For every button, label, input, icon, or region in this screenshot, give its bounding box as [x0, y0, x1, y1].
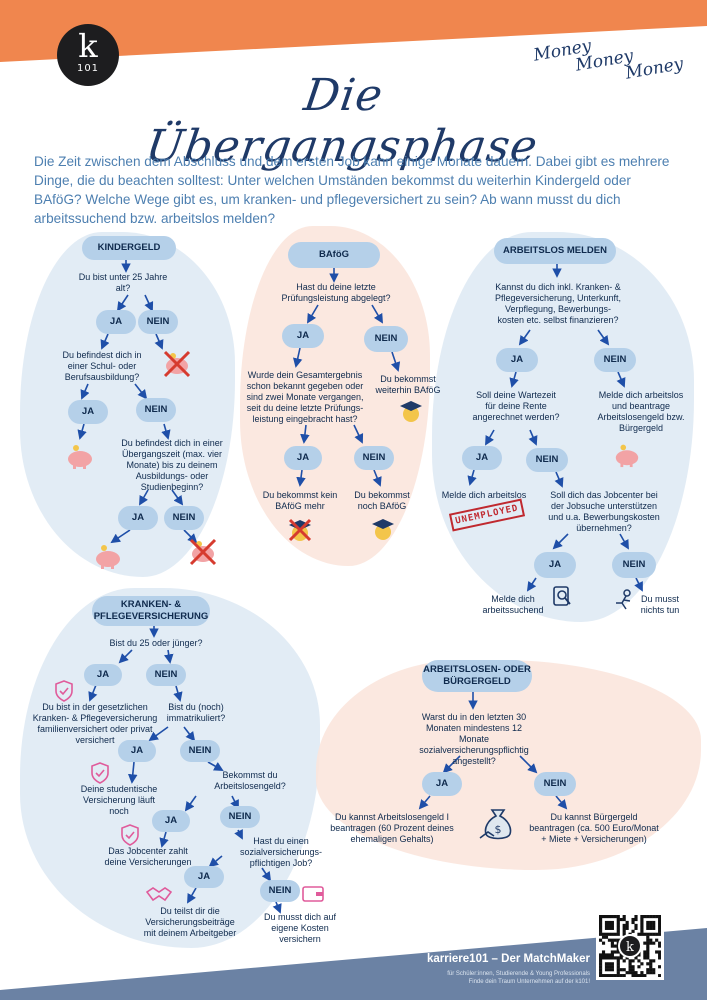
kranken-result-ja-3: Das Jobcenter zahlt deine Versicherungen: [104, 846, 192, 867]
kranken-nein-4: NEIN: [260, 880, 300, 902]
kindergeld-nein-2: NEIN: [136, 398, 176, 422]
kindergeld-nein-1: NEIN: [138, 310, 178, 334]
footer-subtitle: für Schüler:innen, Studierende & Young P…: [380, 970, 590, 986]
kranken-result-nein-4: Du musst dich auf eigene Kosten versiche…: [263, 912, 337, 944]
logo-number: 101: [76, 63, 100, 74]
kranken-title: KRANKEN- & PFLEGEVERSICHERUNG: [92, 596, 210, 626]
kranken-ja-2: JA: [118, 740, 156, 762]
kranken-question-4: Hast du einen sozialversicherungs-pflich…: [239, 836, 323, 868]
kranken-ja-1: JA: [84, 664, 122, 686]
qr-logo: k: [618, 934, 642, 958]
kranken-question-2: Bist du (noch) immatrikuliert?: [166, 702, 226, 723]
kindergeld-nein-3: NEIN: [164, 506, 204, 530]
buergergeld-result-ja-1: Du kannst Arbeitslosengeld I beantragen …: [330, 812, 454, 844]
arbeitslos-result-ja-2: Melde dich arbeitslos: [441, 490, 527, 500]
piggy-bank-icon: [92, 540, 124, 570]
kindergeld-question-1: Du bist unter 25 Jahre alt?: [78, 272, 168, 293]
arbeitslos-result-ja-3: Melde dich arbeitssuchend: [482, 594, 544, 615]
piggy-bank-icon: [612, 440, 642, 468]
kranken-nein-3: NEIN: [220, 806, 260, 828]
arbeitslos-question-1: Kannst du dich inkl. Kranken- & Pflegeve…: [494, 282, 622, 325]
arbeitslos-result-nein-1: Melde dich arbeitslos und beantrage Arbe…: [597, 390, 685, 433]
buergergeld-result-nein-1: Du kannst Bürgergeld beantragen (ca. 500…: [529, 812, 659, 844]
logo-letter: k: [78, 27, 98, 65]
bafoeg-nein-2: NEIN: [354, 446, 394, 470]
buergergeld-title: ARBEITSLOSEN- ODER BÜRGERGELD: [422, 660, 532, 692]
crossed-piggy-bank-icon: [186, 534, 220, 568]
crossed-piggy-bank-icon: [160, 346, 194, 380]
kranken-nein-2: NEIN: [180, 740, 220, 762]
crossed-graduation-icon: [286, 516, 314, 544]
buergergeld-nein-1: NEIN: [534, 772, 576, 796]
svg-text:$: $: [495, 823, 502, 836]
arbeitslos-result-nein-3: Du musst nichts tun: [640, 594, 680, 615]
bafoeg-title: BAföG: [288, 242, 380, 268]
shield-icon: [90, 762, 110, 784]
k101-logo: k 101: [57, 24, 119, 86]
footer-brand-name: karriere101 – Der MatchMaker: [426, 953, 590, 965]
kranken-question-1: Bist du 25 oder jünger?: [109, 638, 203, 648]
kindergeld-ja-1: JA: [96, 310, 136, 334]
arbeitslos-question-3: Soll dich das Jobcenter bei der Jobsuche…: [548, 490, 660, 533]
money-bag-icon: $: [478, 804, 518, 844]
bafoeg-result-nein-2: Du bekommst noch BAföG: [354, 490, 410, 511]
bafoeg-nein-1: NEIN: [364, 326, 408, 352]
bafoeg-ja-2: JA: [284, 446, 322, 470]
arbeitslos-nein-2: NEIN: [526, 448, 568, 472]
relax-person-icon: [612, 588, 636, 612]
handshake-icon: [146, 884, 172, 904]
kindergeld-question-3: Du befindest dich in einer Übergangszeit…: [121, 438, 223, 492]
search-document-icon: [550, 584, 574, 608]
bafoeg-ja-1: JA: [282, 324, 324, 348]
footer-subtitle-line-2: Finde dein Traum Unternehmen auf der k10…: [468, 979, 590, 985]
kranken-result-ja-2: Deine studentische Versicherung läuft no…: [80, 784, 158, 816]
piggy-bank-icon: [64, 440, 96, 470]
kranken-question-3: Bekommst du Arbeitslosengeld?: [214, 770, 286, 791]
kranken-ja-4: JA: [184, 866, 224, 888]
kindergeld-ja-3: JA: [118, 506, 158, 530]
wallet-icon: [302, 884, 324, 902]
header-band: [0, 0, 707, 62]
bafoeg-question-2: Wurde dein Gesamtergebnis schon bekannt …: [246, 370, 364, 424]
intro-text: Die Zeit zwischen dem Abschluss und dem …: [34, 154, 670, 226]
shield-icon: [120, 824, 140, 846]
graduation-coin-icon: [370, 516, 396, 542]
kranken-nein-1: NEIN: [146, 664, 186, 686]
shield-icon: [54, 680, 74, 702]
kranken-result-ja-4: Du teilst dir die Versicherungsbeiträge …: [143, 906, 237, 938]
kranken-result-ja-1: Du bist in der gesetzlichen Kranken- & P…: [32, 702, 158, 745]
graduation-coin-icon: [398, 398, 424, 424]
kindergeld-ja-2: JA: [68, 400, 108, 424]
kranken-ja-3: JA: [152, 810, 190, 832]
bafoeg-result-ja-2: Du bekommst kein BAföG mehr: [262, 490, 338, 511]
footer-band: [0, 920, 707, 1000]
kindergeld-question-2: Du befindest dich in einer Schul- oder B…: [62, 350, 142, 382]
arbeitslos-ja-3: JA: [534, 552, 576, 578]
arbeitslos-title: ARBEITSLOS MELDEN: [494, 238, 616, 264]
arbeitslos-ja-2: JA: [462, 446, 502, 470]
bafoeg-question-1: Hast du deine letzte Prüfungsleistung ab…: [281, 282, 391, 303]
arbeitslos-nein-3: NEIN: [612, 552, 656, 578]
arbeitslos-ja-1: JA: [496, 348, 538, 372]
kindergeld-title: KINDERGELD: [82, 236, 176, 260]
arbeitslos-nein-1: NEIN: [594, 348, 636, 372]
buergergeld-question-1: Warst du in den letzten 30 Monaten minde…: [419, 712, 529, 766]
arbeitslos-question-2: Soll deine Wartezeit für deine Rente ang…: [472, 390, 560, 422]
footer-subtitle-line-1: für Schüler:innen, Studierende & Young P…: [447, 971, 590, 977]
buergergeld-ja-1: JA: [422, 772, 462, 796]
bafoeg-result-nein-1: Du bekommst weiterhin BAföG: [375, 374, 441, 395]
